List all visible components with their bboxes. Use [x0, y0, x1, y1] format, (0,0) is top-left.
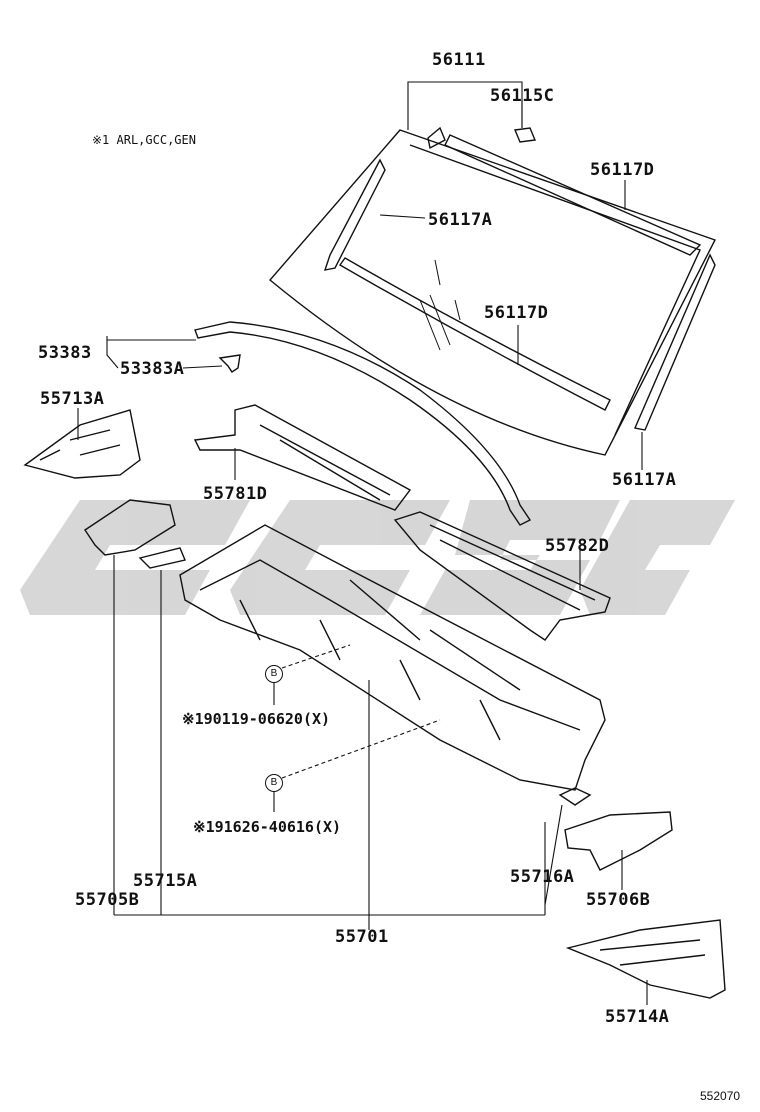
label-55781d: 55781D — [203, 484, 268, 504]
label-56117d-lower: 56117D — [484, 303, 549, 323]
label-53383a: 53383A — [120, 359, 185, 379]
part-55713a — [23, 409, 141, 479]
moulding-56117d-top — [444, 134, 702, 256]
label-55713a: 55713A — [40, 389, 105, 409]
glass-hatch — [419, 259, 461, 351]
windshield-glass — [269, 129, 716, 456]
label-56117a-inner: 56117A — [428, 210, 493, 230]
part-55705b-bracket — [84, 499, 176, 556]
bolt-ref-1: ※190119-06620(X) — [182, 710, 331, 728]
diagram-id: 552070 — [700, 1089, 741, 1103]
part-55716a — [558, 787, 592, 806]
label-55715a: 55715A — [133, 871, 198, 891]
windshield-inner-frame — [409, 144, 701, 436]
label-55706b: 55706B — [586, 890, 651, 910]
part-55714a — [565, 919, 726, 999]
part-55715a — [138, 547, 186, 569]
bolt-ref-b-1: B — [265, 665, 283, 683]
moulding-56117d-lower — [338, 257, 611, 411]
label-55705b: 55705B — [75, 890, 140, 910]
watermark-logo — [20, 500, 735, 615]
leader-lines — [77, 81, 648, 1005]
label-56117d-top: 56117D — [590, 160, 655, 180]
clip-53383a — [218, 354, 241, 373]
label-55782d: 55782D — [545, 536, 610, 556]
label-55716a: 55716A — [510, 867, 575, 887]
moulding-56117a-side — [634, 253, 716, 431]
clip-left — [427, 126, 446, 150]
label-56115c: 56115C — [490, 86, 555, 106]
label-55714a: 55714A — [605, 1007, 670, 1027]
region-note: ※1 ARL,GCC,GEN — [92, 133, 196, 147]
moulding-56117a-inner — [323, 158, 386, 271]
part-55782d — [393, 511, 611, 641]
label-56111: 56111 — [432, 50, 486, 70]
part-55706b — [564, 811, 673, 871]
bolt-ref-b-2: B — [265, 774, 283, 792]
bolt-ref-2: ※191626-40616(X) — [193, 818, 342, 836]
label-56117a-side: 56117A — [612, 470, 677, 490]
seal-53383 — [194, 321, 532, 526]
clip-56115c — [514, 127, 536, 143]
label-55701: 55701 — [335, 927, 389, 947]
part-55781d — [193, 404, 412, 511]
part-55701-cowl — [179, 524, 606, 791]
label-53383: 53383 — [38, 343, 92, 363]
